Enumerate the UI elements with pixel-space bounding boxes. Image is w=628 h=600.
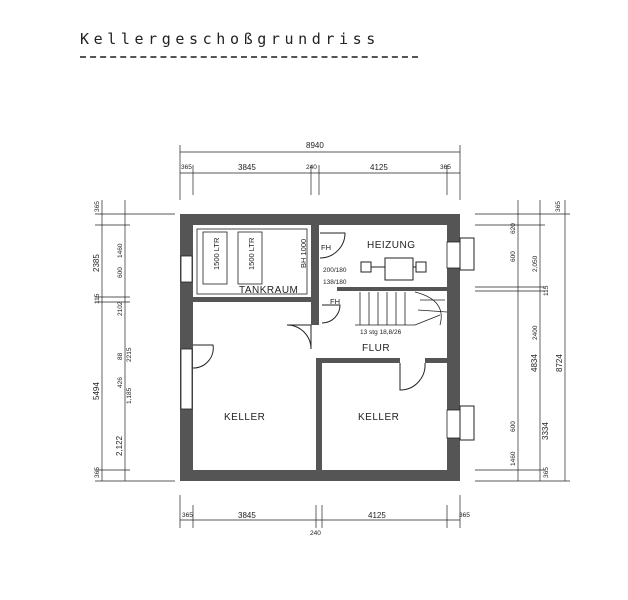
dim-right-inner-2: 600 — [510, 251, 517, 262]
dim-left-1: 365 — [94, 201, 101, 212]
dim-top-1: 365 — [181, 164, 192, 171]
room-tankraum: TANKRAUM — [239, 285, 298, 296]
tank-enclosure — [196, 228, 308, 295]
boiler-icon — [360, 257, 427, 281]
dim-left-inner-7: 1,185 — [126, 387, 133, 404]
dim-overall-width: 8940 — [306, 141, 324, 150]
dim-bottom-5: 365 — [459, 512, 470, 519]
fh-bottom-label: FH — [330, 297, 340, 306]
wall-west — [180, 214, 193, 481]
staircase — [355, 291, 448, 326]
dim-left-3: 115 — [94, 293, 101, 304]
wall-north — [180, 214, 460, 225]
tank-1 — [202, 231, 228, 285]
dim-bottom-1: 365 — [182, 512, 193, 519]
dim-right-inner-3: 2,050 — [532, 255, 539, 272]
wall-flur-keller-a — [322, 358, 400, 363]
dim-right-inner-6: 1460 — [510, 451, 517, 466]
top-dim-lines — [179, 145, 461, 200]
stairs-label: 13 stg 18,8/26 — [360, 329, 402, 336]
dim-top-3: 240 — [306, 164, 317, 171]
dim-left-inner-8: 2,122 — [115, 435, 124, 456]
dim-right-3: 115 — [543, 285, 550, 296]
tank-room-lines — [196, 228, 308, 295]
wall-flur-keller-b — [425, 358, 447, 363]
dim-right-inner-1: 620 — [510, 223, 517, 234]
dim-left-4: 5494 — [92, 382, 101, 400]
dim-right-1: 365 — [555, 201, 562, 212]
dim-right-total: 8724 — [555, 354, 564, 372]
door-1-label: 200/180 — [323, 267, 347, 274]
dim-bottom-3: 240 — [310, 530, 321, 537]
dim-left-inner-3: 2102 — [117, 301, 124, 316]
dim-left-5: 365 — [94, 467, 101, 478]
wall-tank-keller — [193, 297, 311, 302]
left-dim-lines — [95, 200, 175, 482]
wall-heating-flur — [337, 287, 447, 291]
dim-top-2: 3845 — [238, 163, 256, 172]
interior-walls — [193, 225, 447, 470]
wall-tank-heating — [311, 225, 319, 325]
dim-left-inner-5: 2215 — [126, 347, 133, 362]
dim-right-inner-4: 2400 — [532, 325, 539, 340]
window-openings — [180, 241, 461, 439]
dim-bottom-2: 3845 — [238, 511, 256, 520]
room-keller-left: KELLER — [224, 412, 265, 423]
tank-2 — [237, 231, 263, 285]
dim-left-inner-1: 1460 — [117, 243, 124, 258]
dim-left-2: 2385 — [92, 254, 101, 272]
door-fh — [321, 304, 341, 324]
door-heating — [319, 232, 346, 259]
dim-right-5: 365 — [543, 467, 550, 478]
room-heizung: HEIZUNG — [367, 240, 416, 251]
dim-right-2: 4834 — [530, 354, 539, 372]
room-flur: FLUR — [362, 343, 390, 354]
tank-1-label: 1500 LTR — [212, 237, 221, 270]
window-west — [192, 344, 214, 369]
fh-top-label: FH — [321, 243, 331, 252]
dim-bottom-4: 4125 — [368, 511, 386, 520]
bh-label: BH 1000 — [299, 239, 308, 268]
doors — [192, 232, 426, 391]
wall-south — [180, 470, 460, 481]
dim-left-inner-4: 88 — [117, 352, 124, 360]
dim-right-inner-5: 600 — [510, 421, 517, 432]
door-keller-right — [399, 362, 426, 391]
right-dim-lines — [475, 200, 570, 482]
door-2-label: 138/180 — [323, 279, 347, 286]
wall-keller-divider — [316, 358, 322, 470]
dim-left-inner-6: 426 — [117, 377, 124, 388]
door-keller-left — [286, 324, 312, 350]
title-underline — [80, 56, 418, 58]
drawing-title: Kellergeschoßgrundriss — [80, 30, 380, 48]
light-wells — [459, 237, 475, 441]
room-keller-right: KELLER — [358, 412, 399, 423]
dim-left-inner-2: 600 — [117, 267, 124, 278]
dim-top-4: 4125 — [370, 163, 388, 172]
dim-right-4: 3334 — [541, 422, 550, 440]
dim-top-5: 365 — [440, 164, 451, 171]
tank-2-label: 1500 LTR — [247, 237, 256, 270]
bottom-dim-lines — [179, 495, 461, 528]
